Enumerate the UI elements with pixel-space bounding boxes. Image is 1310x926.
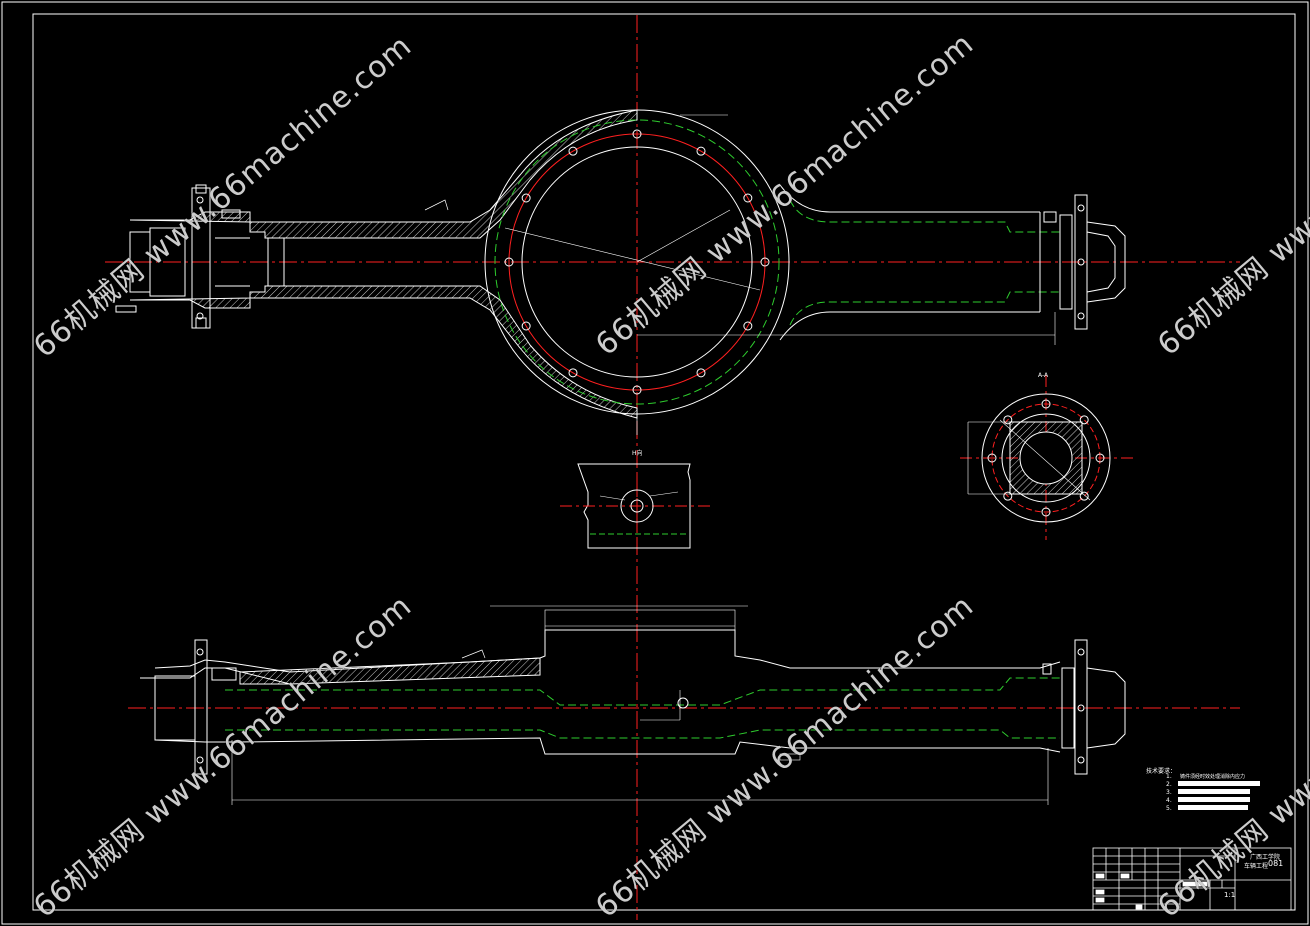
section-aa-label: A-A [1038, 372, 1049, 379]
flange-bolt-hole [1003, 491, 1013, 501]
flange-bolt-hole [1077, 258, 1085, 266]
banjo-bolt-hole [743, 321, 753, 331]
note-1-text: 铸件须经时效处理消除内应力 [1180, 774, 1246, 780]
title-code: 081 [1268, 859, 1284, 868]
flange-bolt-hole [1003, 415, 1013, 425]
left-tube-lower [129, 285, 638, 419]
banjo-bolt-hole [696, 146, 706, 156]
flange-bolt-hole [1077, 648, 1085, 656]
note-4-num: 4. [1166, 797, 1172, 804]
bolt-circle [508, 133, 766, 391]
banjo-bolt-hole [521, 193, 531, 203]
note-3-num: 3. [1166, 789, 1172, 796]
banjo-bolt-hole [632, 129, 642, 139]
banjo-bolt-hole [504, 257, 514, 267]
banjo-outer [484, 109, 790, 415]
flange-bolt-hole [1079, 415, 1089, 425]
title-sub: 车辆工程 [1244, 863, 1269, 870]
flange-bolt-hole [1077, 756, 1085, 764]
notes-heading: 技术要求： [1146, 768, 1177, 775]
title-scale: 1:1 [1224, 891, 1236, 899]
flange-bolt-hole [1077, 704, 1085, 712]
banjo-bolt-hole [568, 146, 578, 156]
note-5-num: 5. [1166, 805, 1172, 812]
note-2-num: 2. [1166, 781, 1172, 788]
banjo-bolt-hole [696, 368, 706, 378]
flange-bolt-hole [196, 756, 204, 764]
banjo-bolt-hole [632, 385, 642, 395]
flange-bolt-hole [1077, 312, 1085, 320]
flange-bolt-hole [1041, 507, 1051, 517]
inner-frame [32, 13, 1296, 911]
banjo-bolt-hole [760, 257, 770, 267]
banjo-inner [521, 146, 753, 378]
bottom-view [128, 605, 1240, 805]
flange-bolt-hole [196, 312, 204, 320]
left-tube-upper [129, 109, 638, 239]
flange-bolt-hole [196, 196, 204, 204]
right-tube-upper [789, 199, 1060, 233]
flange-bolt-hole [1095, 453, 1105, 463]
main-view [105, 15, 1240, 920]
banjo-bolt-hole [743, 193, 753, 203]
section-aa [960, 375, 1135, 540]
detail-h [560, 463, 712, 549]
detail-h-label: H向 [632, 450, 643, 457]
note-1-num: 1. [1166, 773, 1172, 780]
flange-bolt-hole [987, 453, 997, 463]
notes-bars [1178, 781, 1260, 810]
right-tube-lower [789, 291, 1060, 326]
banjo-bolt-hole [521, 321, 531, 331]
flange-hidden [494, 119, 780, 405]
flange-bolt-hole [196, 648, 204, 656]
flange-bolt-hole [1079, 491, 1089, 501]
title-block [1092, 847, 1292, 911]
flange-bolt-hole [1041, 399, 1051, 409]
title-school: 广西工学院 [1250, 854, 1281, 861]
flange-bolt-hole [1077, 204, 1085, 212]
banjo-bolt-hole [568, 368, 578, 378]
